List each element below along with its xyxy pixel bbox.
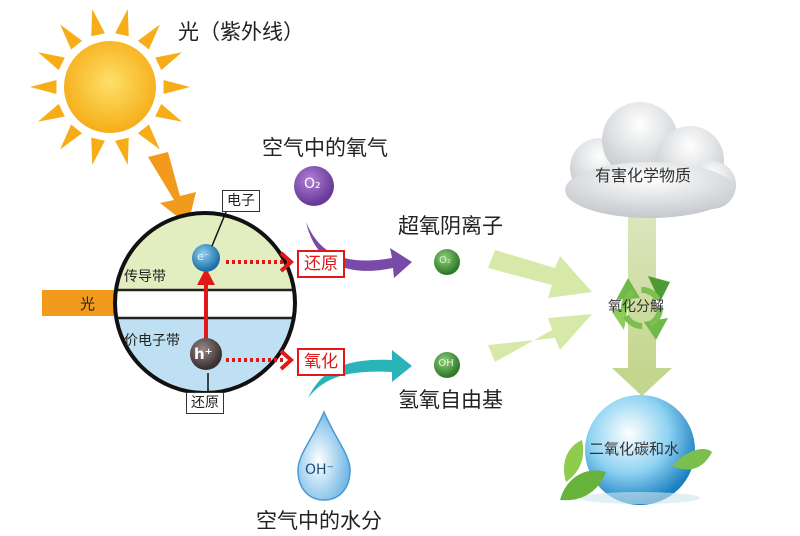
reduction-transfer-arrow <box>226 251 294 273</box>
superoxide-particle <box>434 249 460 275</box>
hydroxyl-particle <box>434 352 460 378</box>
oxygen-symbol: O₂ <box>304 176 321 192</box>
sun-ray <box>155 103 183 122</box>
excitation-arrow <box>197 268 215 345</box>
electron-box-label: 电子 <box>222 190 260 212</box>
oxidation-transfer-arrow <box>226 349 294 371</box>
sun-ray <box>91 9 105 37</box>
oxidation-product-arrow <box>308 350 412 398</box>
water-in-air-label: 空气中的水分 <box>256 509 382 533</box>
sun-ray <box>60 24 83 50</box>
hole-symbol: h⁺ <box>194 345 213 363</box>
sun-ray <box>137 24 160 50</box>
decomposition-stem <box>628 200 656 370</box>
recycle-icon <box>612 276 670 340</box>
oxygen-in-air-label: 空气中的氧气 <box>262 136 388 160</box>
hydroxyl-symbol: · OH <box>432 358 454 369</box>
cloud-icon <box>565 102 736 218</box>
electron-symbol: e⁻ <box>197 250 210 263</box>
hydroxyl-to-decompose-arrow <box>488 314 592 362</box>
hydroxide-ion-symbol: OH⁻ <box>305 462 334 478</box>
sun-ray <box>155 52 183 71</box>
water-drop-icon <box>297 410 351 501</box>
sun-ray <box>137 124 160 150</box>
conduction-band-label: 传导带 <box>124 269 166 285</box>
sun-ray <box>30 79 57 95</box>
hole-particle <box>190 338 222 370</box>
leaf-icon <box>560 440 712 501</box>
sun-ray <box>37 103 65 122</box>
sun-ray <box>115 9 129 37</box>
sun-ray <box>91 137 105 165</box>
superoxide-label: 超氧阴离子 <box>398 214 503 238</box>
valence-band-label: 价电子带 <box>124 333 180 349</box>
uv-light-label: 光（紫外线） <box>178 20 304 44</box>
sun-ray <box>37 52 65 71</box>
superoxide-symbol: O₂ <box>439 255 451 266</box>
hydroxyl-label: 氢氧自由基 <box>398 388 503 412</box>
co2-water-label: 二氧化碳和水 <box>589 440 680 458</box>
reduction-label: 还原 <box>297 250 345 278</box>
harmful-substance-label: 有害化学物质 <box>595 166 692 185</box>
uv-light-arrow <box>148 152 196 225</box>
decomposition-label: 氧化分解 <box>608 299 664 315</box>
reduction-box-label: 还原 <box>186 392 224 414</box>
sun-ray <box>60 124 83 150</box>
oxygen-molecule <box>294 166 334 206</box>
oxidation-label: 氧化 <box>297 348 345 376</box>
sun-ray <box>115 137 129 165</box>
globe-icon <box>580 395 700 505</box>
down-arrow-head <box>612 368 672 396</box>
reduction-product-arrow <box>306 222 412 278</box>
superoxide-to-decompose-arrow <box>488 250 592 298</box>
electron-particle <box>192 244 220 272</box>
light-label: 光 <box>80 295 96 313</box>
sun-icon <box>30 9 190 165</box>
sun-ray <box>163 79 190 95</box>
